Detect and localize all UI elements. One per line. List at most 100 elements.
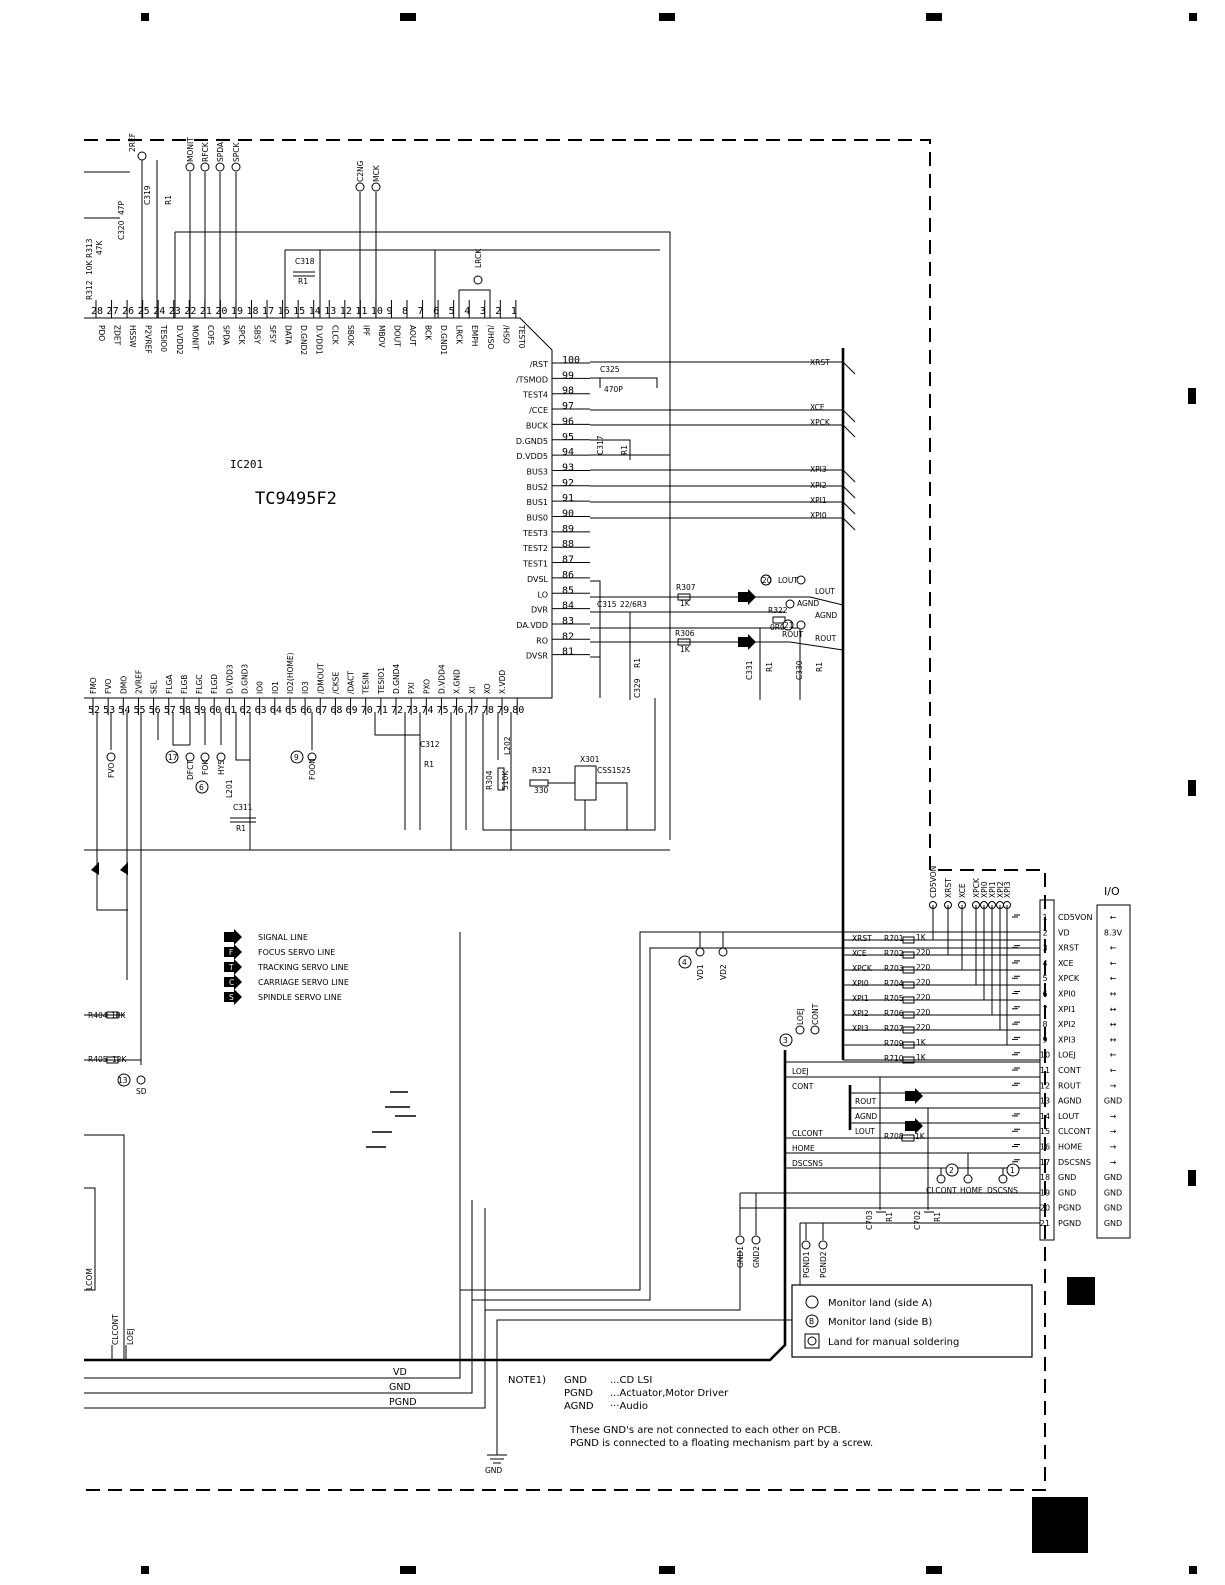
ic-part-number: TC9495F2: [255, 489, 337, 509]
monitor-side-a-symbol: [805, 1295, 819, 1309]
r313-value: 47K: [95, 239, 104, 255]
sd-land: [136, 1075, 146, 1085]
net-label: AGND: [815, 611, 837, 620]
connector-pin-name: XPI3: [1058, 1035, 1076, 1044]
ic-pin-name: SPDA: [221, 325, 230, 346]
ic-pin-name: DVSR: [526, 652, 549, 661]
ic-pin-name: SBSY: [253, 325, 262, 345]
r306-value: 1K: [680, 645, 691, 654]
rail-net-label: LOEJ: [126, 1328, 135, 1345]
spda-land: [215, 162, 225, 172]
rout-land-label: ROUT: [782, 630, 804, 639]
c703-ref: C703: [865, 1210, 874, 1230]
ic-pin-name: BUCK: [526, 421, 549, 430]
connector-io-direction: GND: [1104, 1173, 1122, 1182]
ic-pin-name: /CCE: [529, 406, 548, 415]
lout-land-label: LOUT: [778, 576, 798, 585]
connector-pin-number: 4: [1042, 959, 1047, 968]
legend-symbol-letter: T: [228, 963, 234, 972]
top-signal-label: SPDA: [216, 141, 225, 162]
connector-pin-tick: [1012, 945, 1020, 949]
connector-resistor-value: 220: [916, 948, 931, 957]
lcom-label: LCOM: [85, 1268, 94, 1290]
connector-net-label: XPI3: [852, 1024, 869, 1033]
ic-pin-number: 24: [153, 306, 165, 317]
connector-io-direction: ←: [1110, 974, 1117, 983]
ic-pin-number: 4: [464, 306, 470, 317]
c702-value: R1: [933, 1212, 942, 1222]
c315-value: 22/6R3: [620, 600, 647, 609]
cont-land: [810, 1025, 820, 1035]
connector-net-label: XPI0: [852, 979, 869, 988]
top-signal-label: 2REF: [128, 133, 137, 152]
ic-pin-number: 99: [562, 370, 574, 381]
ic-pin-number: 94: [562, 447, 574, 458]
dscsns-land: [998, 1174, 1008, 1184]
connector-pin-name: DSCSNS: [1058, 1158, 1091, 1167]
ic-pin-number: 70: [361, 705, 373, 716]
ic-pin-number: 62: [240, 705, 252, 716]
connector-pin-name: HOME: [1058, 1143, 1082, 1152]
connector-pin-name: XRST: [1058, 944, 1079, 953]
net-label: XPI2: [810, 481, 827, 490]
ic-pin-name: AOUT: [408, 325, 417, 346]
ic-pin-number: 66: [300, 705, 312, 716]
connector-pin-name: VD: [1058, 928, 1070, 937]
legend-symbol-letter: F: [229, 948, 233, 957]
pgnd1-land: [801, 1240, 811, 1250]
top-signal-label: SPCK: [232, 141, 241, 162]
ic-pin-name: SEL: [150, 680, 159, 694]
lrck-land: [473, 275, 483, 285]
ic-pin-name: D.VDD1: [315, 325, 324, 355]
connector-pin-number: 3: [1042, 944, 1047, 953]
r321-value: 330: [534, 786, 549, 795]
monitor-legend-label: Land for manual soldering: [828, 1337, 959, 1348]
legend-label: TRACKING SERVO LINE: [257, 963, 349, 972]
connector-io-direction: ↔: [1110, 1005, 1117, 1014]
ic-pin-name: DMO: [119, 676, 128, 694]
lout-land: [796, 575, 806, 585]
connector-resistor-ref: R702: [884, 949, 904, 958]
connector-pin-tick: [1012, 1067, 1020, 1071]
connector-pin-number: 6: [1042, 990, 1047, 999]
connector-pin-tick: [1012, 1159, 1020, 1163]
ic-pin-number: 13: [324, 306, 336, 317]
ic-pin-number: 18: [247, 306, 259, 317]
land-number: [165, 750, 179, 764]
ic-pin-number: 77: [467, 705, 479, 716]
connector-pin-number: 9: [1042, 1035, 1047, 1044]
connector-resistor-ref: R704: [884, 979, 904, 988]
connector-io-direction: ←: [1110, 913, 1117, 922]
ic-pin-name: D.GND1: [439, 325, 448, 355]
connector-io-direction: ←: [1110, 959, 1117, 968]
connector-pin-tick: [1012, 1082, 1020, 1086]
monit-land: [185, 162, 195, 172]
gnd2-label: GND2: [752, 1246, 761, 1268]
connector-resistor-value: 220: [916, 1008, 931, 1017]
connector-pin-number: 18: [1040, 1173, 1050, 1182]
ic-pin-number: 63: [255, 705, 267, 716]
connector-resistor-ref: R709: [884, 1039, 904, 1048]
net-label: CLCONT: [792, 1129, 823, 1138]
ic-pin-name: DVR: [531, 606, 548, 615]
r404-value: 18K: [111, 1011, 127, 1020]
c329-value: R1: [633, 658, 642, 668]
ic-pin-name: PXO: [422, 679, 431, 694]
legend-label: CARRIAGE SERVO LINE: [258, 978, 349, 987]
land-number-label: 4: [682, 958, 687, 967]
connector-net-label: XPI1: [852, 994, 869, 1003]
ic-reference: IC201: [230, 458, 263, 471]
ic-pin-name: SBOK: [346, 325, 355, 347]
land-number: [945, 1163, 959, 1177]
net-label: LOUT: [855, 1127, 875, 1136]
c319-ref: C319: [143, 185, 152, 205]
ic-pin-name: BUS1: [526, 498, 548, 507]
land-number: [760, 574, 772, 586]
top-signal-label: C2NG: [356, 160, 365, 182]
net-label: AGND: [855, 1112, 877, 1121]
connector-pin-number: 12: [1040, 1081, 1050, 1090]
note-value: ...Actuator,Motor Driver: [610, 1388, 729, 1399]
ic-pin-name: FLGC: [195, 674, 204, 694]
net-label: XPI1: [810, 496, 827, 505]
